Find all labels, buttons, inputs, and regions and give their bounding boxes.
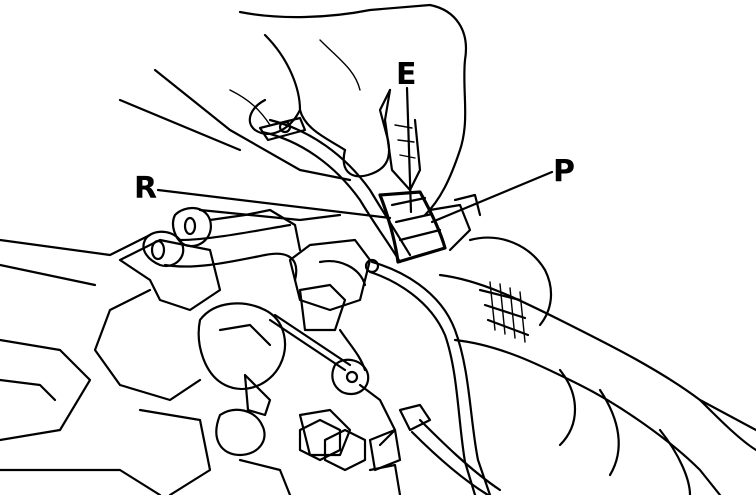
left-hoses [142, 207, 302, 282]
leader-p [430, 170, 554, 224]
throttle-body [197, 238, 372, 457]
callout-label-e: E [396, 57, 417, 92]
leader-r [156, 188, 392, 220]
throttle-cable [364, 258, 502, 495]
intake-duct [438, 236, 756, 495]
callout-label-p: P [553, 154, 575, 189]
hose-assembly [258, 116, 412, 264]
callout-label-r: R [134, 171, 157, 206]
clip-assembly [378, 190, 482, 264]
lower-fittings [238, 418, 402, 495]
engine-background [0, 68, 352, 495]
callout-leaders [156, 86, 554, 224]
linkage-rod [268, 313, 397, 447]
leader-e [405, 86, 413, 214]
